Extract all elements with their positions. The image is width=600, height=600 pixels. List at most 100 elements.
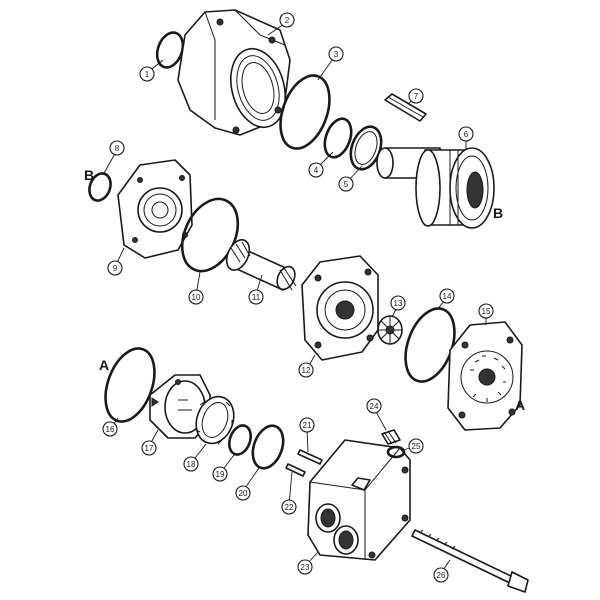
callout-9: 9 xyxy=(107,260,123,276)
callout-number: 4 xyxy=(314,166,319,175)
callout-circle xyxy=(478,303,494,319)
callout-5: 5 xyxy=(338,176,354,192)
callout-circle xyxy=(248,289,264,305)
callout-circle xyxy=(102,421,118,437)
part-21-pin xyxy=(297,449,323,465)
callout-number: 13 xyxy=(394,299,403,308)
callout-26: 26 xyxy=(433,567,449,583)
callout-circle xyxy=(328,46,344,62)
part-12-gerotor-plate xyxy=(301,255,379,361)
callout-circle xyxy=(188,289,204,305)
leader-lines xyxy=(102,21,487,574)
letter-marker-b-left: B xyxy=(84,167,94,183)
callout-10: 10 xyxy=(188,289,204,305)
callout-circle xyxy=(390,295,406,311)
letter-marker-a-right: A xyxy=(515,397,525,413)
callout-number: 22 xyxy=(285,503,294,512)
part-6-shaft xyxy=(376,147,495,229)
part-7-key xyxy=(384,93,427,122)
callout-25: 25 xyxy=(408,438,424,454)
callout-21: 21 xyxy=(299,417,315,433)
callout-number: 26 xyxy=(437,571,446,580)
part-26-bolt xyxy=(411,529,529,593)
callout-circle xyxy=(281,499,297,515)
callout-circle xyxy=(141,440,157,456)
callout-circle xyxy=(408,438,424,454)
callout-circle xyxy=(338,176,354,192)
callout-number: 21 xyxy=(303,421,312,430)
callout-16: 16 xyxy=(102,421,118,437)
callout-13: 13 xyxy=(390,295,406,311)
callout-number: 25 xyxy=(412,442,421,451)
letter-marker-b-right: B xyxy=(493,205,503,221)
callout-number: 11 xyxy=(252,293,261,302)
callout-number: 10 xyxy=(192,293,201,302)
callout-6: 6 xyxy=(458,126,474,142)
part-19-washer xyxy=(227,424,253,456)
callout-8: 8 xyxy=(109,140,125,156)
callout-number: 15 xyxy=(482,307,491,316)
callout-circle xyxy=(298,362,314,378)
callout-18: 18 xyxy=(183,456,199,472)
callout-circle xyxy=(109,140,125,156)
callout-3: 3 xyxy=(328,46,344,62)
callout-4: 4 xyxy=(308,162,324,178)
part-15-end-plate xyxy=(447,321,523,431)
callout-17: 17 xyxy=(141,440,157,456)
callout-number: 19 xyxy=(216,470,225,479)
callout-22: 22 xyxy=(281,499,297,515)
callout-20: 20 xyxy=(235,485,251,501)
callout-number: 23 xyxy=(301,563,310,572)
callout-circle xyxy=(279,12,295,28)
callout-circle xyxy=(439,288,455,304)
callout-1: 1 xyxy=(139,66,155,82)
part-9-plate xyxy=(117,159,193,259)
part-16-o-ring xyxy=(104,347,156,423)
callout-circle xyxy=(235,485,251,501)
callout-number: 2 xyxy=(285,16,290,25)
callout-circle xyxy=(107,260,123,276)
callout-7: 7 xyxy=(408,88,424,104)
callout-number: 3 xyxy=(334,50,339,59)
callout-circle xyxy=(458,126,474,142)
callout-12: 12 xyxy=(298,362,314,378)
part-8-ring xyxy=(88,172,112,202)
callout-circle xyxy=(212,466,228,482)
callout-number: 24 xyxy=(370,402,379,411)
part-18-bearing-plate xyxy=(195,395,235,445)
callout-24: 24 xyxy=(366,398,382,414)
letter-marker-a-left: A xyxy=(99,357,109,373)
callout-number: 8 xyxy=(115,144,120,153)
callout-circle xyxy=(308,162,324,178)
callout-number: 17 xyxy=(145,444,154,453)
callout-circle xyxy=(299,417,315,433)
part-2-housing xyxy=(177,9,291,136)
callout-circle xyxy=(139,66,155,82)
callout-number: 5 xyxy=(344,180,349,189)
callout-19: 19 xyxy=(212,466,228,482)
callout-circle xyxy=(433,567,449,583)
callout-23: 23 xyxy=(297,559,313,575)
part-25-seal xyxy=(386,445,406,459)
part-13-gear xyxy=(377,315,403,345)
callout-number: 1 xyxy=(145,70,150,79)
callout-circle xyxy=(297,559,313,575)
callout-number: 7 xyxy=(414,92,419,101)
callout-number: 16 xyxy=(106,425,115,434)
callout-circle xyxy=(408,88,424,104)
part-3-o-ring xyxy=(279,74,331,150)
callout-number: 20 xyxy=(239,489,248,498)
callout-2: 2 xyxy=(279,12,295,28)
part-11-splined-shaft xyxy=(225,239,297,291)
callout-circle xyxy=(183,456,199,472)
part-22-pin xyxy=(285,463,306,477)
callout-circle xyxy=(366,398,382,414)
part-24-plug xyxy=(381,429,401,445)
callout-number: 14 xyxy=(443,292,452,301)
callout-11: 11 xyxy=(248,289,264,305)
callout-14: 14 xyxy=(439,288,455,304)
part-23-housing-block xyxy=(307,439,411,561)
